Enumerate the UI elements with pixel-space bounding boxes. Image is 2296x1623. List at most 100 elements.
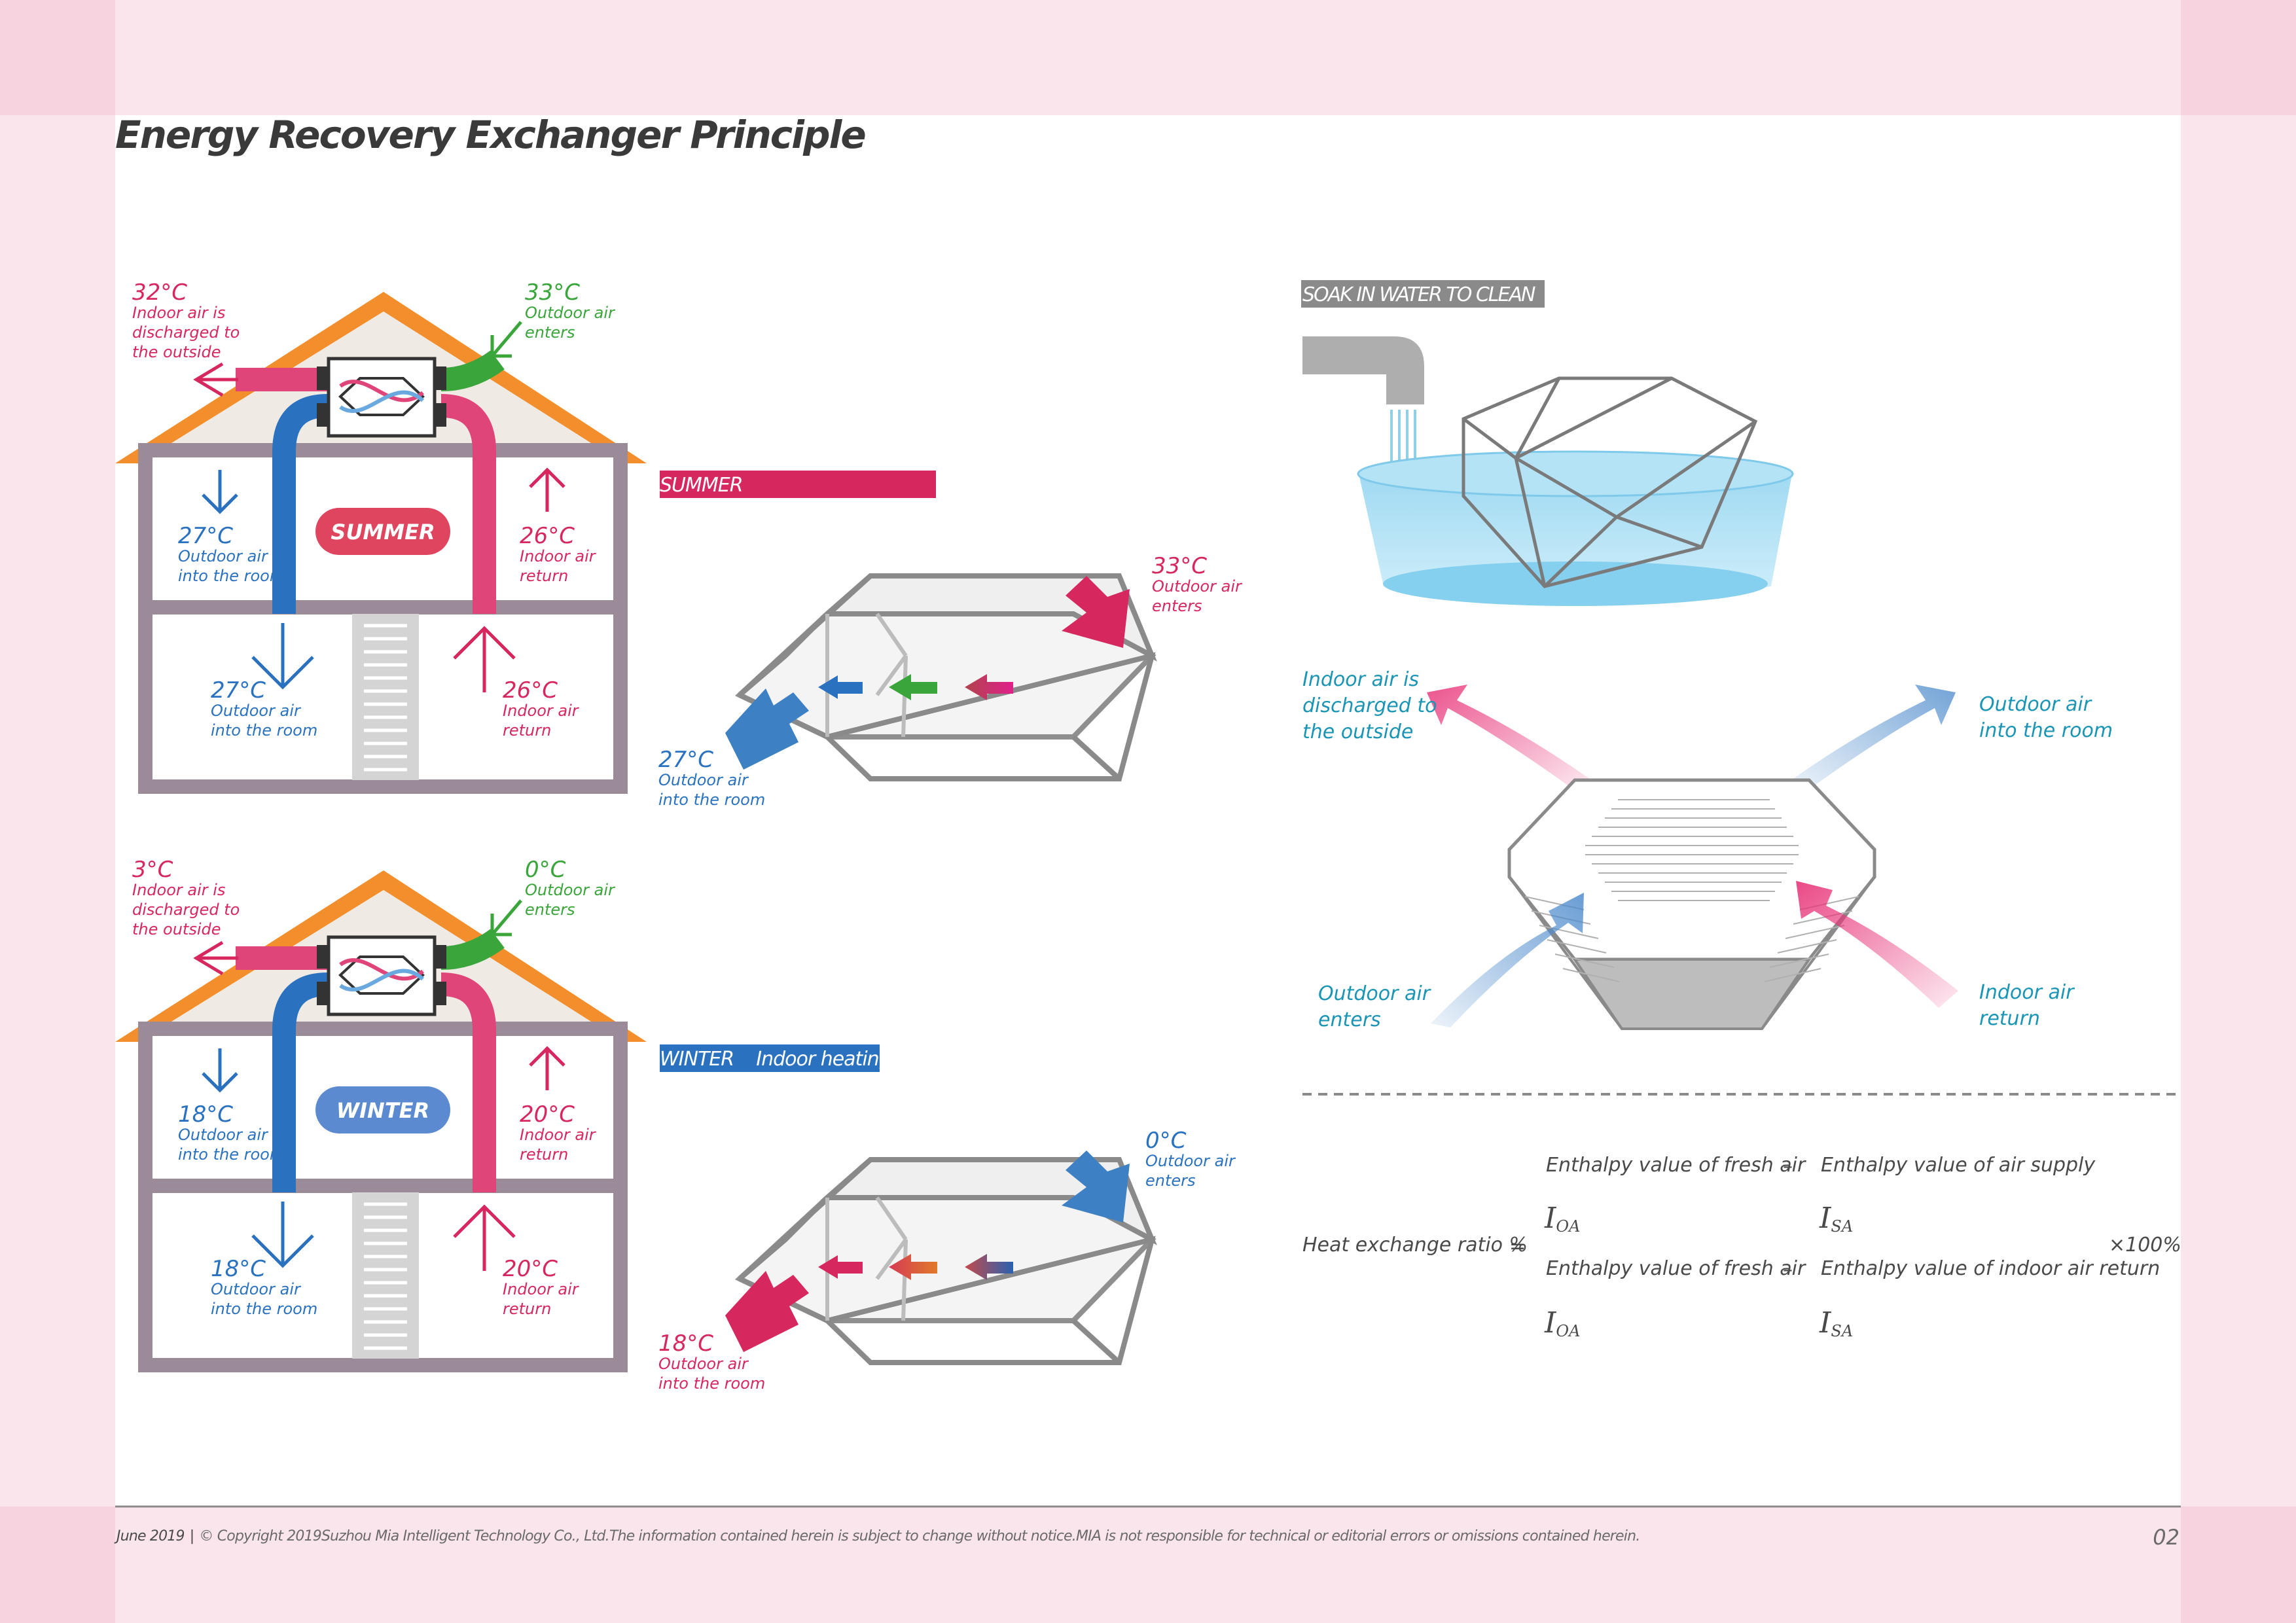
winter-roof-left-l3: the outside <box>132 920 221 938</box>
summer-roof-right-l2: enters <box>525 323 575 342</box>
unit: °C <box>206 1101 233 1128</box>
summer-core-in-l2: enters <box>1152 597 1202 615</box>
summer-roof-left-temp: 32 <box>132 279 160 306</box>
svg-text:18°C: 18°C <box>211 1256 266 1282</box>
summer-roof-left-l2: discharged to <box>132 323 240 342</box>
footer-copyright: © Copyright 2019Suzhou Mia Intelligent T… <box>199 1528 1640 1544</box>
flow-top-right-l1: Outdoor air <box>1979 693 2092 716</box>
svg-text:27°C: 27°C <box>178 523 233 549</box>
winter-roof-right-temp: 0 <box>525 857 539 883</box>
winter-f2-right-l1: Indoor air <box>503 1280 580 1298</box>
winter-badge: WINTER <box>336 1098 429 1123</box>
svg-text:26°C: 26°C <box>503 677 558 704</box>
svg-text:IOA: IOA <box>1544 1202 1580 1236</box>
unit: °C <box>553 279 580 306</box>
summer-f1-right-l1: Indoor air <box>520 547 597 565</box>
winter-f1-right-l1: Indoor air <box>520 1126 597 1144</box>
formula-num-minus: – <box>1783 1155 1793 1178</box>
winter-f1-left-temp: 18 <box>178 1101 206 1128</box>
formula-num-left: Enthalpy value of fresh air <box>1546 1154 1806 1177</box>
unit: °C <box>548 1101 575 1128</box>
winter-roof-left-temp: 3 <box>132 857 147 883</box>
formula-den-sym-r: I <box>1819 1306 1832 1340</box>
summer-house-diagram: SUMMER <box>115 292 647 794</box>
footer-separator: | <box>190 1528 194 1544</box>
svg-text:IOA: IOA <box>1544 1306 1580 1340</box>
formula-num-sub-r: SA <box>1831 1217 1853 1236</box>
flow-top-left-l3: the outside <box>1302 721 1413 743</box>
winter-core-in-temp: 0 <box>1145 1128 1160 1154</box>
unit: °C <box>206 523 233 549</box>
summer-f2-left-temp: 27 <box>211 677 240 704</box>
flow-exchanger-diagram <box>1427 685 1958 1030</box>
winter-roof-right-l1: Outdoor air <box>525 881 616 899</box>
unit: °C <box>687 1330 713 1357</box>
formula-multiplier: ×100% <box>2109 1234 2181 1257</box>
svg-text:20°C: 20°C <box>503 1256 558 1282</box>
winter-core-in-l2: enters <box>1145 1171 1196 1190</box>
winter-f1-left-l1: Outdoor air <box>178 1126 269 1144</box>
svg-text:ISA: ISA <box>1819 1306 1853 1340</box>
svg-text:ISA: ISA <box>1819 1202 1853 1236</box>
summer-core-diagram <box>725 573 1157 781</box>
heat-exchange-formula: Heat exchange ratio % = Enthalpy value o… <box>1302 1154 2181 1340</box>
winter-f2-right-temp: 20 <box>503 1256 531 1282</box>
footer-text: June 2019 | © Copyright 2019Suzhou Mia Int… <box>114 1528 1640 1544</box>
unit: °C <box>531 1256 558 1282</box>
formula-den-right: Enthalpy value of indoor air return <box>1821 1257 2160 1280</box>
formula-den-sym-l: I <box>1544 1306 1557 1340</box>
svg-text:33°C: 33°C <box>1152 553 1207 579</box>
formula-num-right: Enthalpy value of air supply <box>1821 1154 2096 1177</box>
unit: °C <box>1160 1128 1187 1154</box>
flow-bottom-left-l1: Outdoor air <box>1318 982 1431 1005</box>
svg-text:27°C: 27°C <box>658 747 713 773</box>
summer-roof-left-l3: the outside <box>132 343 221 361</box>
winter-f2-left-temp: 18 <box>211 1256 239 1282</box>
formula-num-sym-l: I <box>1544 1202 1557 1235</box>
winter-f1-left-l2: into the room <box>178 1145 285 1164</box>
summer-f2-right-l1: Indoor air <box>503 702 580 720</box>
unit: °C <box>539 857 566 883</box>
svg-text:18°C: 18°C <box>178 1101 233 1128</box>
flow-bottom-right-l2: return <box>1979 1007 2040 1030</box>
formula-equals: = <box>1509 1235 1526 1258</box>
summer-roof-right-l1: Outdoor air <box>525 304 616 322</box>
summer-f2-left-l2: into the room <box>211 721 317 740</box>
svg-text:3°C: 3°C <box>132 857 173 883</box>
summer-core-in-temp: 33 <box>1152 553 1180 579</box>
svg-text:26°C: 26°C <box>520 523 575 549</box>
flow-top-right-l2: into the room <box>1979 719 2113 742</box>
winter-core-diagram <box>725 1150 1157 1365</box>
summer-roof-left-l1: Indoor air is <box>132 304 225 322</box>
summer-f1-right-l2: return <box>520 567 568 585</box>
summer-badge: SUMMER <box>331 520 435 544</box>
formula-den-sub-r: SA <box>1831 1322 1853 1340</box>
unit: °C <box>239 677 266 704</box>
unit: °C <box>687 747 713 773</box>
svg-text:0°C: 0°C <box>1145 1128 1187 1154</box>
summer-f1-left-temp: 27 <box>178 523 207 549</box>
formula-num-sub-l: OA <box>1556 1217 1580 1236</box>
winter-f2-left-l1: Outdoor air <box>211 1280 302 1298</box>
svg-text:27°C: 27°C <box>211 677 266 704</box>
footer-date: June 2019 <box>114 1528 185 1544</box>
page-number: 02 <box>2153 1525 2179 1550</box>
formula-lhs: Heat exchange ratio % <box>1302 1234 1528 1257</box>
